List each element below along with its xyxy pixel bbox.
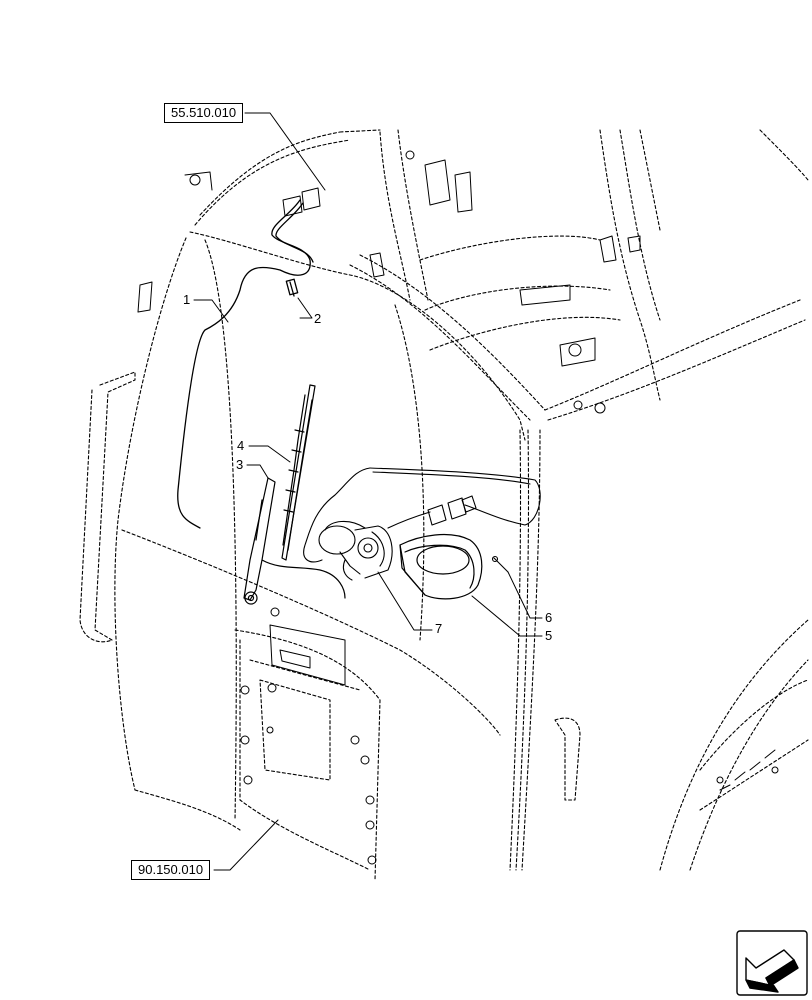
reference-box-top[interactable]: 55.510.010	[164, 103, 244, 123]
washer-hose	[177, 199, 314, 529]
reference-box-bottom[interactable]: 90.150.010	[131, 860, 211, 880]
callout-7: 7	[435, 621, 443, 636]
callout-3: 3	[236, 457, 244, 472]
callout-4: 4	[237, 438, 245, 453]
wiper-blade	[281, 384, 316, 561]
motor-cover	[399, 534, 483, 600]
leader-lines	[193, 112, 543, 871]
cab-details	[137, 150, 779, 865]
cab-shell	[79, 129, 809, 881]
wiring-harness	[369, 467, 541, 529]
callout-5: 5	[545, 628, 553, 643]
wiper-motor	[303, 467, 393, 581]
callout-6: 6	[545, 610, 553, 625]
arrow-icon[interactable]	[736, 930, 808, 996]
callout-1: 1	[183, 292, 191, 307]
screw	[491, 555, 509, 573]
wiper-arm	[243, 477, 346, 605]
callout-2: 2	[314, 311, 322, 326]
